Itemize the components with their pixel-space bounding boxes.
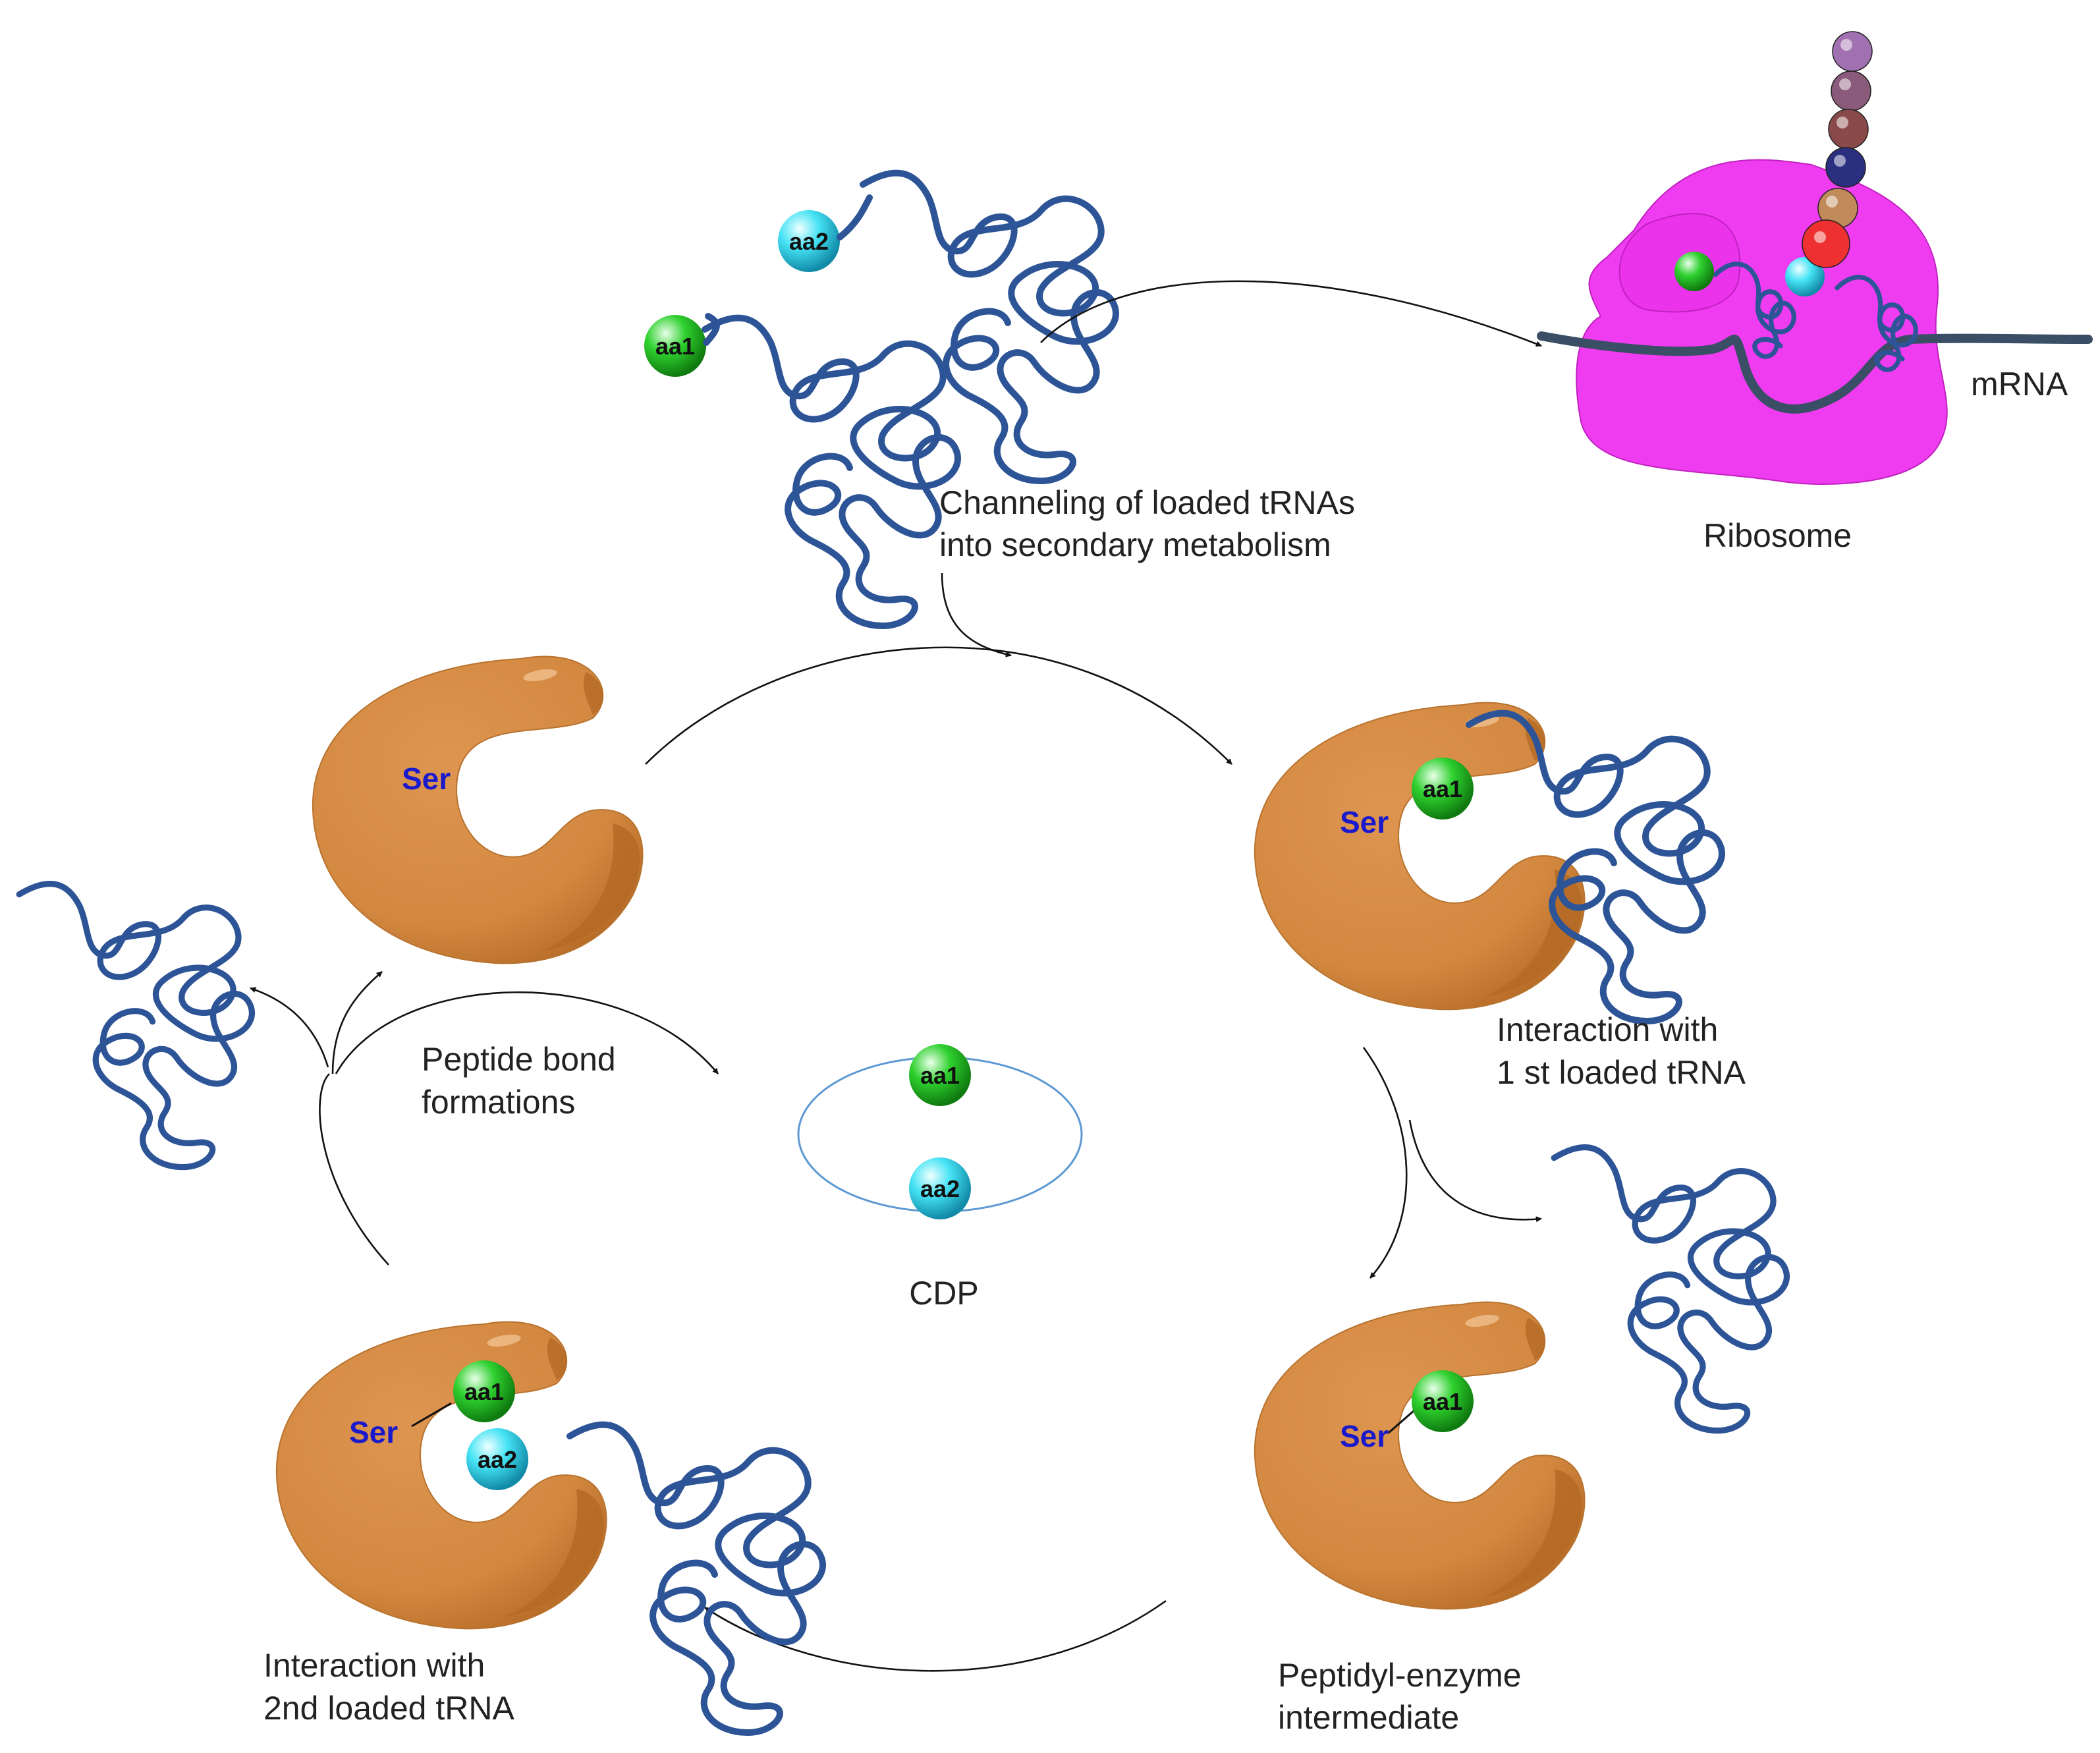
peptide-bond-label-line2: formations — [422, 1084, 575, 1121]
aa1-label: aa1 — [655, 333, 695, 360]
peptidyl-label-line1: Peptidyl-enzyme — [1278, 1657, 1522, 1694]
arrow-cycle-right — [1362, 1047, 1408, 1279]
channeling-label-line2: into secondary metabolism — [939, 526, 1331, 563]
enzyme-free — [312, 655, 644, 964]
enzyme-with-second-trna — [275, 1321, 607, 1630]
aa2-label: aa2 — [789, 228, 829, 255]
arrow-cycle-top — [645, 646, 1232, 765]
bound-trna-second — [570, 1425, 823, 1733]
ribosome-aa1-bead — [1674, 252, 1714, 291]
ribosome-aa2-bead — [1785, 257, 1825, 296]
aa1-bead-top: aa1 — [644, 315, 706, 377]
trna-link-aa2 — [837, 194, 873, 240]
interaction2-label-line2: 2nd loaded tRNA — [263, 1690, 514, 1727]
peptide-bead-highlight — [1840, 39, 1852, 51]
peptide-bead-highlight — [1834, 155, 1846, 167]
nascent-peptide-chain — [1802, 31, 1873, 268]
aa2-label: aa2 — [920, 1175, 960, 1202]
aa1-label: aa1 — [1423, 775, 1462, 802]
peptide-bond-label-line1: Peptide bond — [422, 1041, 616, 1078]
peptide-bead — [1832, 31, 1873, 72]
peptide-bead — [1825, 147, 1866, 188]
free-trna-aa2 — [863, 173, 1116, 481]
mrna-strand — [1537, 331, 2093, 414]
aa1-label: aa1 — [464, 1378, 504, 1405]
peptide-bead-highlight — [1814, 231, 1826, 243]
ser-label-second-complex: Ser — [349, 1415, 398, 1449]
aa2-bead-second-complex: aa2 — [466, 1428, 528, 1490]
aa1-bead-peptidyl: aa1 — [1412, 1370, 1474, 1432]
peptidyl-label-line2: intermediate — [1278, 1699, 1459, 1736]
released-trna-left — [19, 884, 252, 1167]
ser-aa1-bond-right — [1388, 1408, 1416, 1434]
mrna-label: mRNA — [1971, 366, 2068, 403]
aa2-label: aa2 — [478, 1446, 517, 1473]
arrow-cycle-left — [319, 1073, 389, 1266]
released-trna-right — [1554, 1148, 1786, 1431]
arrow-to-cdp — [335, 991, 719, 1074]
arrow-release-trna-2 — [250, 987, 329, 1068]
peptide-bead-highlight — [1826, 196, 1838, 208]
interaction1-label-line2: 1 st loaded tRNA — [1497, 1054, 1746, 1091]
arrow-release-trna-1 — [1408, 1119, 1542, 1223]
interaction2-label-line1: Interaction with — [263, 1647, 485, 1684]
ser-aa1-bond-left — [411, 1402, 452, 1428]
arrow-cycle-bottom — [704, 1600, 1167, 1672]
interaction1-label-line1: Interaction with — [1497, 1011, 1718, 1048]
enzyme-peptidyl-intermediate — [1254, 1301, 1586, 1610]
aa1-bead-second-complex: aa1 — [453, 1360, 515, 1422]
free-trna-aa1 — [705, 318, 958, 626]
aa2-bead-top: aa2 — [778, 210, 840, 272]
arrow-trna-to-ribosome — [1040, 280, 1542, 347]
peptide-bead — [1831, 70, 1871, 111]
trna-link-aa1 — [703, 313, 720, 346]
cdp-aa1-bead: aa1 — [909, 1044, 971, 1106]
peptide-bead — [1802, 219, 1850, 268]
aa1-bead-first-complex: aa1 — [1412, 758, 1474, 820]
peptide-bead-highlight — [1837, 117, 1848, 128]
aa1-label: aa1 — [1423, 1388, 1462, 1415]
cdp-aa2-bead: aa2 — [909, 1157, 971, 1219]
peptide-bead-highlight — [1839, 78, 1851, 90]
aa1-label: aa1 — [920, 1062, 960, 1089]
channeling-label-line1: Channeling of loaded tRNAs — [939, 484, 1355, 521]
arrow-channeling-in — [941, 572, 1012, 657]
ribosome-label: Ribosome — [1703, 517, 1852, 554]
ser-label-free-enzyme: Ser — [402, 762, 451, 796]
cdp-label: CDP — [909, 1275, 979, 1312]
peptide-bead — [1828, 109, 1869, 150]
ser-label-peptidyl: Ser — [1340, 1419, 1389, 1453]
ser-label-first-complex: Ser — [1340, 805, 1389, 839]
arrow-to-enzyme — [331, 971, 383, 1074]
